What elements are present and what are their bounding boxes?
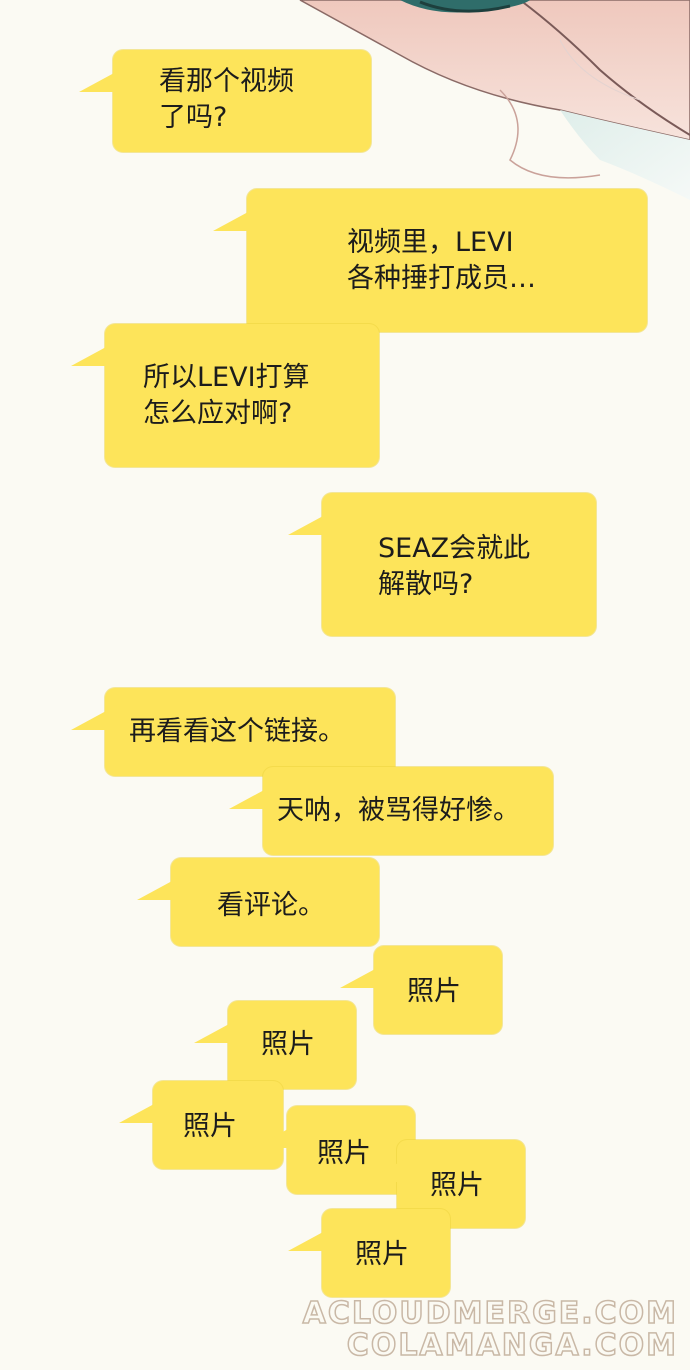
chat-bubble: SEAZ会就此 解散吗? — [288, 493, 596, 636]
message-text: 照片 — [183, 1111, 237, 1142]
message-text: 视频里，LEVI 各种捶打成员… — [347, 227, 536, 294]
message-text: SEAZ会就此 解散吗? — [378, 533, 531, 600]
message-text: 看评论。 — [217, 890, 325, 921]
message-text: 再看看这个链接。 — [129, 716, 345, 747]
chat-bubble: 再看看这个链接。 — [71, 688, 395, 776]
chat-bubble: 照片 — [288, 1209, 450, 1297]
message-text: 所以LEVI打算 怎么应对啊? — [143, 362, 310, 429]
message-text: 照片 — [317, 1138, 371, 1169]
chat-bubble: 所以LEVI打算 怎么应对啊? — [71, 324, 379, 467]
chat-bubble: 看评论。 — [137, 858, 379, 946]
chat-bubble: 看那个视频 了吗? — [79, 50, 371, 152]
chat-bubble: 视频里，LEVI 各种捶打成员… — [213, 189, 647, 332]
message-text: 照片 — [355, 1239, 409, 1270]
chat-bubble: 照片 — [340, 946, 502, 1034]
message-text: 照片 — [261, 1029, 315, 1060]
character-illustration — [298, 0, 690, 200]
message-text: 照片 — [430, 1170, 484, 1201]
chat-bubble: 照片 — [194, 1001, 356, 1089]
message-text: 照片 — [407, 976, 461, 1007]
message-text: 看那个视频 了吗? — [159, 66, 294, 133]
watermark-line-1: ACLOUDMERGE.COM — [302, 1295, 678, 1332]
watermark-line-2: COLAMANGA.COM — [346, 1327, 678, 1364]
message-text: 天呐，被骂得好惨。 — [277, 795, 520, 826]
chat-bubble: 天呐，被骂得好惨。 — [229, 767, 553, 855]
